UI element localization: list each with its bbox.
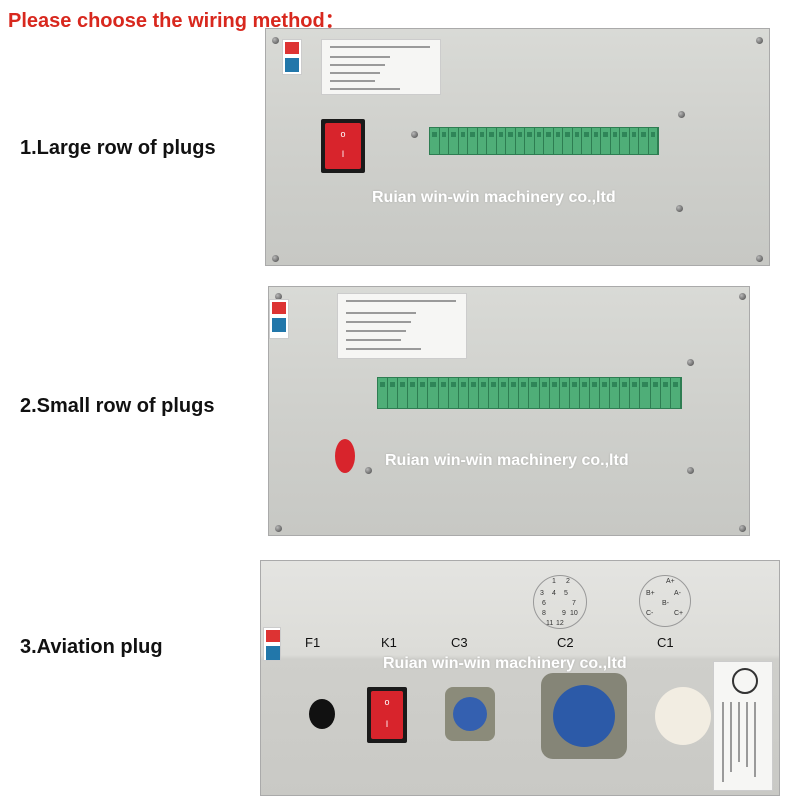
watermark: Ruian win-win machinery co.,ltd (383, 655, 627, 672)
c2-pin-diagram: 1 2 3 4 5 6 7 8 9 10 11 12 (533, 575, 587, 629)
screw-icon (272, 37, 279, 44)
c1-connector (655, 687, 711, 745)
c2-pin-1: 1 (552, 578, 556, 585)
label-k1: K1 (381, 635, 397, 650)
c1-pin-b-minus: B- (662, 600, 669, 607)
screw-icon (365, 467, 372, 474)
terminal-block-small (377, 377, 682, 409)
screw-icon (739, 525, 746, 532)
option-2-label: 2.Small row of plugs (20, 395, 215, 417)
c2-pin-12: 12 (556, 620, 564, 627)
screw-icon (676, 205, 683, 212)
screw-icon (411, 131, 418, 138)
c1-pin-c-plus: C+ (674, 610, 684, 617)
label-c2: C2 (557, 635, 574, 650)
c2-pin-8: 8 (542, 610, 546, 617)
c2-pin-4: 4 (552, 590, 556, 597)
spec-sticker (713, 661, 773, 791)
screw-icon (275, 293, 282, 300)
spec-sticker (337, 293, 467, 359)
c2-pin-3: 3 (540, 590, 544, 597)
c2-pin-10: 10 (570, 610, 578, 617)
screw-icon (756, 255, 763, 262)
option-3-photo: F1 K1 C3 C2 C1 1 2 3 4 5 6 7 8 9 10 11 1… (260, 560, 780, 796)
c2-pin-6: 6 (542, 600, 546, 607)
c2-pin-7: 7 (572, 600, 576, 607)
c2-pin-2: 2 (566, 578, 570, 585)
screw-icon (739, 293, 746, 300)
brand-logo (263, 627, 281, 661)
power-switch (335, 439, 355, 473)
label-f1: F1 (305, 635, 321, 650)
label-c1: C1 (657, 635, 674, 650)
screw-icon (756, 37, 763, 44)
c3-connector (445, 687, 495, 741)
label-c3: C3 (451, 635, 468, 650)
screw-icon (687, 467, 694, 474)
brand-logo (282, 39, 302, 75)
screw-icon (275, 525, 282, 532)
brand-logo (269, 299, 289, 339)
option-2-photo: Ruian win-win machinery co.,ltd (268, 286, 750, 536)
fuse-holder (309, 699, 335, 729)
terminal-block-large (429, 127, 659, 155)
c2-pin-9: 9 (562, 610, 566, 617)
screw-icon (678, 111, 685, 118)
spec-sticker (321, 39, 441, 95)
option-3-label: 3.Aviation plug (20, 636, 163, 658)
c1-pin-c-minus: C- (646, 610, 654, 617)
c2-connector (541, 673, 627, 759)
screw-icon (687, 359, 694, 366)
option-1-label: 1.Large row of plugs (20, 137, 216, 159)
c2-pin-11: 11 (546, 620, 554, 627)
c1-pin-b-plus: B+ (646, 590, 655, 597)
watermark: Ruian win-win machinery co.,ltd (385, 452, 629, 469)
watermark: Ruian win-win machinery co.,ltd (372, 189, 616, 206)
c1-pin-a-minus: A- (674, 590, 681, 597)
screw-icon (272, 255, 279, 262)
c1-pin-a-plus: A+ (666, 578, 675, 585)
c2-pin-5: 5 (564, 590, 568, 597)
page-heading: Please choose the wiring method： (8, 10, 345, 32)
c1-pin-diagram: A+ B+ A- B- C- C+ (639, 575, 691, 627)
